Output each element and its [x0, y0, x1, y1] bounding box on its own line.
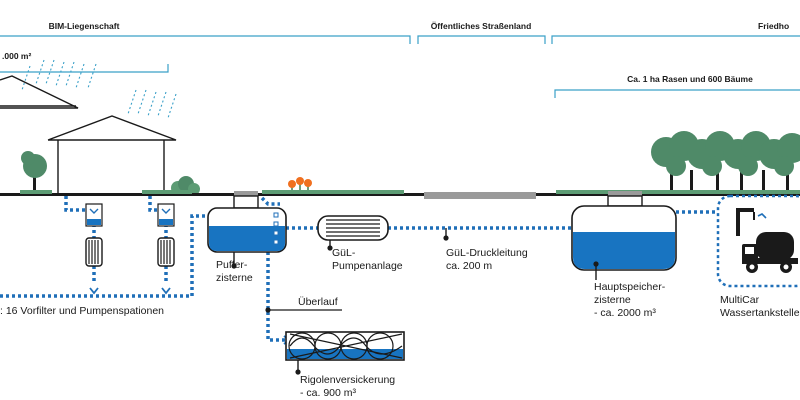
pressure-pipe-label-2: ca. 200 m	[446, 260, 492, 272]
pump-station-label-1: GüL-	[332, 247, 356, 259]
truck-icon	[736, 208, 798, 273]
ground	[0, 190, 800, 199]
header-cemetery: Friedho	[758, 21, 789, 31]
multicar-label-1: MultiCar	[720, 294, 760, 306]
multicar-station	[716, 194, 800, 288]
pressure-pipe-label-1: GüL-Druckleitung	[446, 247, 528, 259]
prefilter-2	[157, 203, 175, 227]
road-section	[424, 192, 536, 199]
rigole-infiltration	[285, 331, 405, 375]
pump-station-1	[85, 237, 103, 267]
section-header-street: Öffentliches Straßenland	[417, 21, 546, 44]
pump-station-label-2: Pumpenanlage	[332, 260, 403, 272]
prefilters-label: : 16 Vorfilter und Pumpenspationen	[0, 305, 164, 317]
pressure-pipe-marker	[443, 228, 449, 241]
overflow-marker	[265, 307, 342, 313]
buffer-cistern-label-1: Puffer-	[216, 259, 248, 271]
multicar-label-2: Wassertankstelle	[720, 307, 800, 319]
rigole-label-1: Rigolenversickerung	[300, 374, 395, 386]
building-right	[47, 115, 177, 194]
overflow-label: Überlauf	[298, 296, 338, 308]
header-bim: BIM-Liegenschaft	[49, 21, 120, 31]
gul-pump-station	[317, 215, 389, 251]
lawn-callout: Ca. 1 ha Rasen und 600 Bäume	[554, 72, 800, 98]
section-header-bim: BIM-Liegenschaft	[0, 18, 411, 44]
building-left	[0, 75, 79, 109]
roof-area-callout: .000 m²	[0, 49, 169, 73]
roof-area-label: .000 m²	[2, 51, 31, 61]
rain-icon	[21, 59, 177, 119]
prefilter-1	[85, 203, 103, 227]
main-cistern-label-1: Hauptspeicher-	[594, 281, 666, 293]
section-header-cemetery: Friedho	[551, 21, 800, 44]
lawn-trees-label: Ca. 1 ha Rasen und 600 Bäume	[627, 74, 753, 84]
buffer-cistern	[207, 195, 287, 269]
tree-row	[651, 131, 800, 194]
small-tree-left	[21, 151, 47, 194]
main-cistern-label-3: - ca. 2000 m³	[594, 307, 656, 319]
pump-station-2	[157, 237, 175, 267]
rigole-label-2: - ca. 900 m³	[300, 387, 357, 399]
header-street: Öffentliches Straßenland	[431, 21, 532, 31]
buffer-cistern-label-2: zisterne	[216, 272, 253, 284]
main-cistern-label-2: zisterne	[594, 294, 631, 306]
main-storage-cistern	[571, 195, 677, 280]
